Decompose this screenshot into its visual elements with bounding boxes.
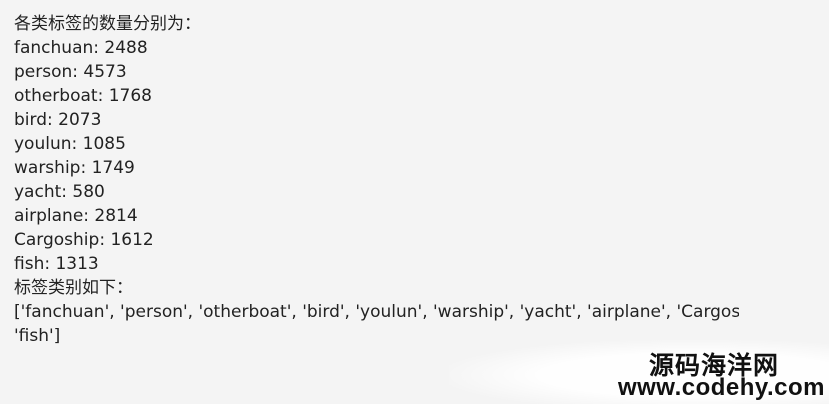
count-line-fish: fish: 1313: [14, 254, 99, 274]
list-header: 标签类别如下：: [14, 278, 133, 298]
watermark-url: www.codehy.com: [617, 374, 825, 401]
watermark-title: 源码海洋网: [648, 351, 779, 380]
count-line-cargoship: Cargoship: 1612: [14, 230, 154, 250]
count-line-bird: bird: 2073: [14, 110, 102, 130]
count-line-fanchuan: fanchuan: 2488: [14, 38, 148, 58]
count-line-otherboat: otherboat: 1768: [14, 86, 152, 106]
label-list-line-2: 'fish']: [14, 326, 61, 346]
console-output: 各类标签的数量分别为： fanchuan: 2488 person: 4573 …: [14, 12, 814, 348]
label-list-line-1: ['fanchuan', 'person', 'otherboat', 'bir…: [14, 302, 739, 322]
count-line-youlun: youlun: 1085: [14, 134, 126, 154]
counts-header: 各类标签的数量分别为：: [14, 14, 201, 34]
watermark: 源码海洋网 www.codehy.com: [449, 340, 829, 404]
count-line-yacht: yacht: 580: [14, 182, 105, 202]
count-line-warship: warship: 1749: [14, 158, 135, 178]
count-line-airplane: airplane: 2814: [14, 206, 138, 226]
count-line-person: person: 4573: [14, 62, 127, 82]
